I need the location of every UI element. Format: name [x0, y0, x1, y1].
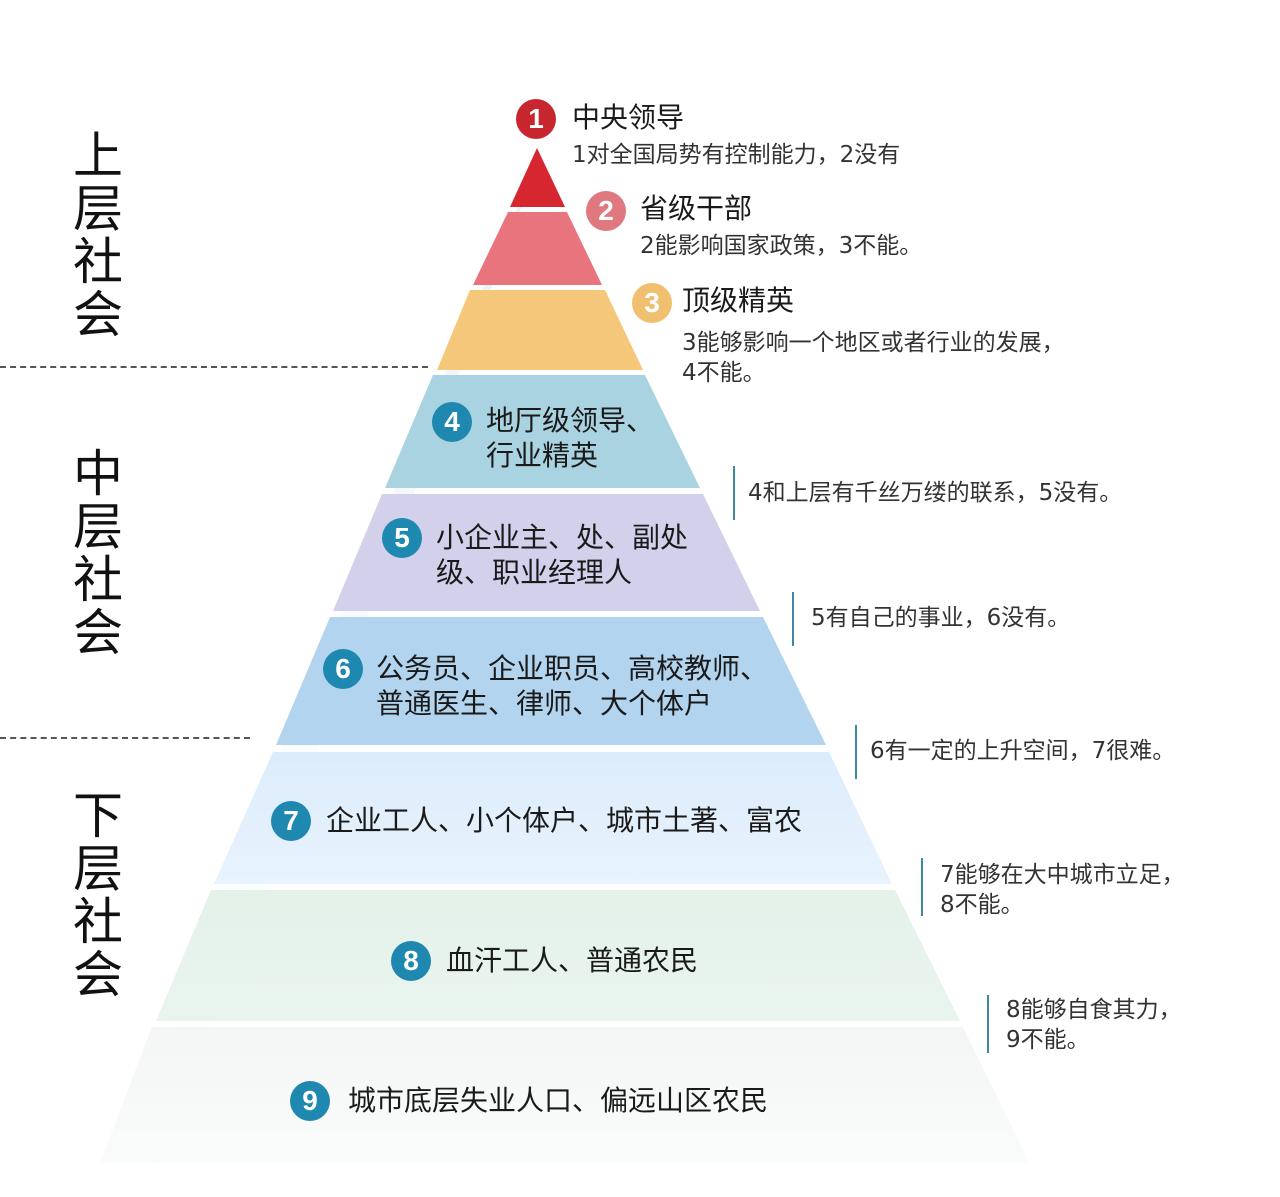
- brace-icon-6-7: [855, 725, 867, 779]
- level-1-title: 中央领导: [572, 101, 685, 134]
- level-5-text-line2: 级、职业经理人: [436, 556, 633, 589]
- level-3-desc-line2: 4不能。: [682, 360, 766, 386]
- level-7-text: 企业工人、小个体户、城市土著、富农: [326, 804, 803, 837]
- level-8-text: 血汗工人、普通农民: [446, 944, 699, 977]
- level-4-text-line2: 行业精英: [486, 439, 599, 472]
- comparison-4-5: 4和上层有千丝万缕的联系，5没有。: [748, 480, 1123, 506]
- level-4-text-line1: 地厅级领导、: [486, 404, 655, 437]
- brace-icon-7-8: [921, 858, 933, 916]
- comparison-7-8-line2: 8不能。: [940, 892, 1024, 918]
- level-3-badge: 3: [632, 283, 672, 323]
- level-8-shape: [156, 890, 960, 1021]
- level-9-text: 城市底层失业人口、偏远山区农民: [348, 1084, 769, 1117]
- divider-upper-middle: [0, 366, 428, 368]
- level-6-text-line2: 普通医生、律师、大个体户: [376, 687, 713, 720]
- level-5-text-line1: 小企业主、处、副处: [436, 521, 689, 554]
- brace-icon-4-5: [733, 466, 745, 520]
- level-7-shape: [214, 752, 892, 884]
- level-2-badge: 2: [586, 191, 626, 231]
- level-2-shape: [473, 212, 602, 285]
- level-3-title: 顶级精英: [682, 284, 795, 317]
- level-4-badge: 4: [432, 402, 472, 442]
- comparison-6-7: 6有一定的上升空间，7很难。: [870, 738, 1176, 764]
- comparison-8-9-line1: 8能够自食其力，: [1006, 997, 1182, 1023]
- brace-icon-5-6: [792, 592, 804, 646]
- level-3-desc-line1: 3能够影响一个地区或者行业的发展，: [682, 330, 1065, 356]
- comparison-7-8-line1: 7能够在大中城市立足，: [940, 862, 1185, 888]
- brace-icon-8-9: [987, 995, 999, 1053]
- comparison-8-9-line2: 9不能。: [1006, 1027, 1090, 1053]
- tier-label-lower: 下 层 社 会: [73, 787, 123, 1004]
- tier-label-upper: 上 层 社 会: [73, 127, 123, 344]
- level-8-badge: 8: [391, 941, 431, 981]
- level-3-shape: [437, 290, 643, 370]
- level-2-title: 省级干部: [640, 192, 753, 225]
- level-5-shape: [333, 494, 760, 611]
- level-5-badge: 5: [382, 518, 422, 558]
- level-6-shape: [276, 617, 826, 745]
- level-9-badge: 9: [290, 1081, 330, 1121]
- level-7-badge: 7: [271, 801, 311, 841]
- level-9-shape: [100, 1027, 1030, 1163]
- tier-label-middle: 中 层 社 会: [73, 445, 123, 662]
- level-1-badge: 1: [516, 99, 556, 139]
- level-1-shape: [510, 148, 565, 207]
- comparison-5-6: 5有自己的事业，6没有。: [811, 605, 1071, 631]
- level-6-badge: 6: [323, 649, 363, 689]
- level-4-shape: [385, 375, 700, 488]
- level-2-desc: 2能影响国家政策，3不能。: [640, 233, 923, 259]
- level-6-text-line1: 公务员、企业职员、高校教师、: [376, 652, 769, 685]
- level-1-desc: 1对全国局势有控制能力，2没有: [572, 142, 901, 168]
- divider-middle-lower: [0, 737, 250, 739]
